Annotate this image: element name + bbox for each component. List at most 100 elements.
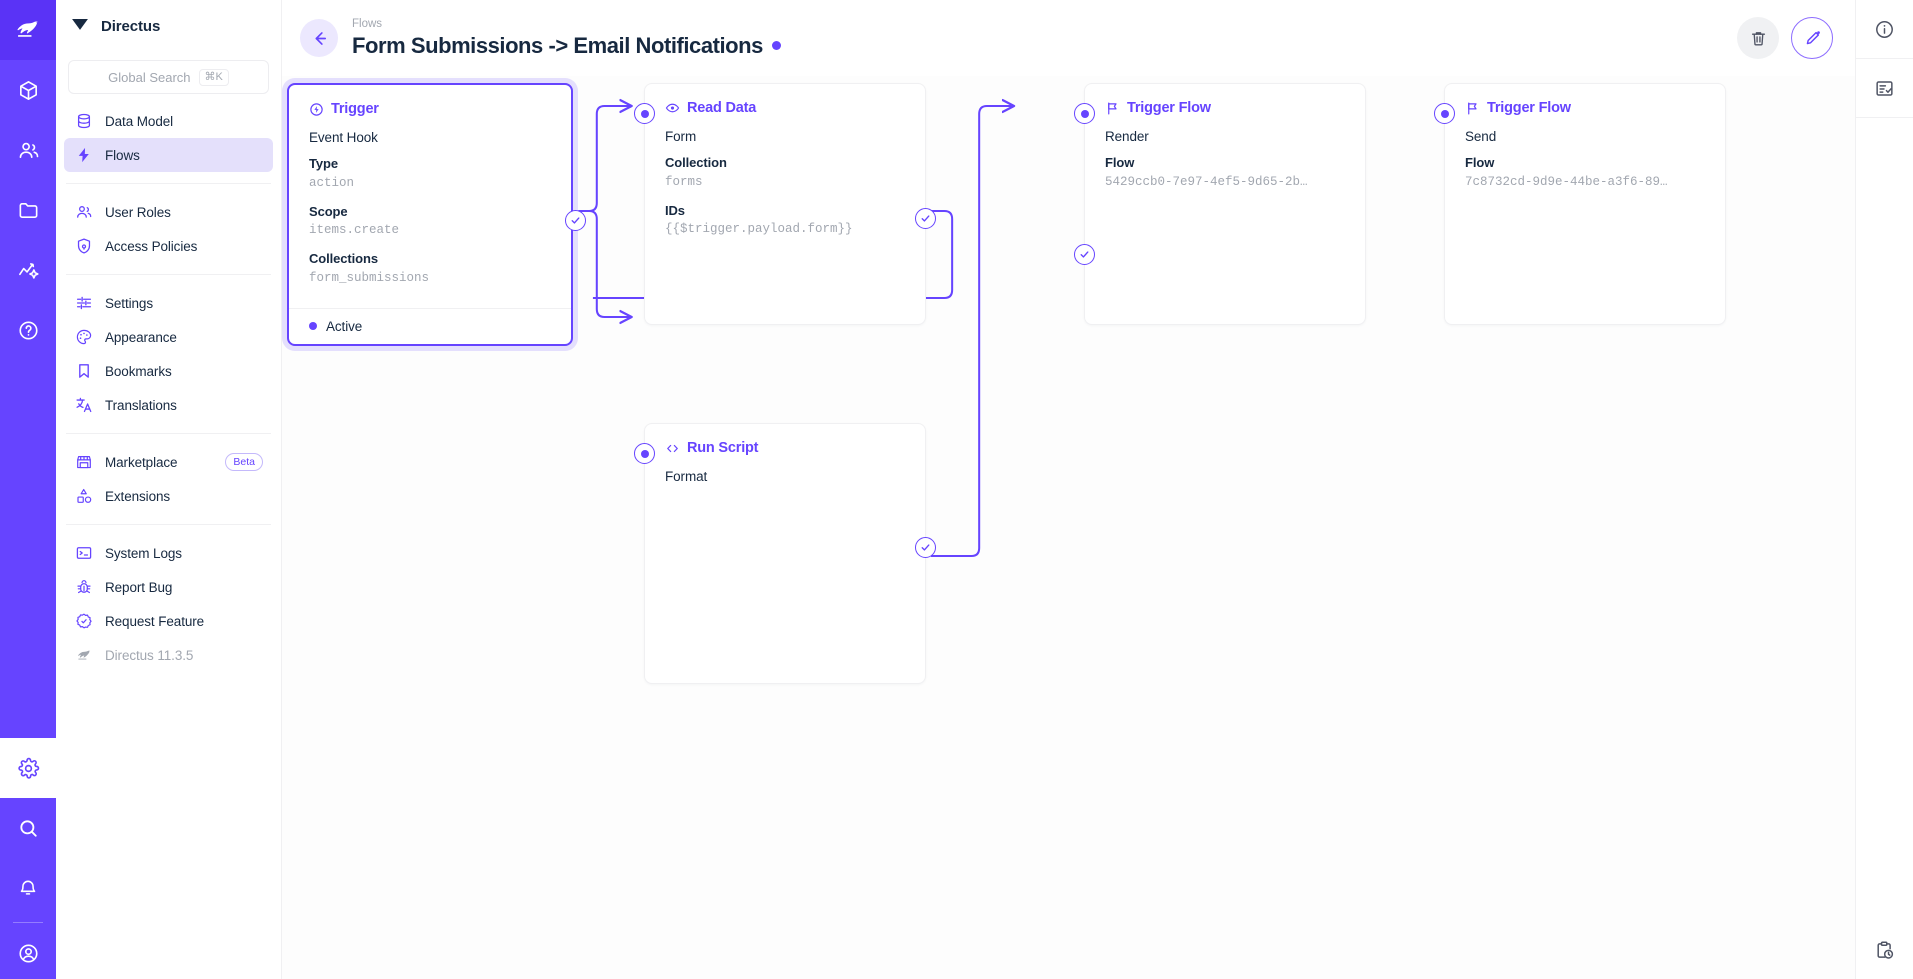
flow-node-trigger-flow-render[interactable]: Trigger Flow Render Flow 5429ccb0-7e97-4…: [1074, 83, 1366, 325]
node-subtitle: Render: [1105, 129, 1149, 144]
sidebar-item-marketplace[interactable]: Marketplace Beta: [64, 445, 273, 479]
sidebar-item-appearance[interactable]: Appearance: [64, 320, 273, 354]
help-icon[interactable]: [0, 300, 56, 360]
sidebar-item-bookmarks[interactable]: Bookmarks: [64, 354, 273, 388]
delete-button[interactable]: [1737, 17, 1779, 59]
title-block: Flows Form Submissions -> Email Notifica…: [352, 17, 781, 59]
sidebar-item-label: Translations: [105, 397, 177, 413]
logs-icon[interactable]: [1856, 59, 1913, 117]
trigger-resolve-port[interactable]: [565, 210, 586, 231]
sidebar-item-access-policies[interactable]: Access Policies: [64, 229, 273, 263]
header-actions: [1737, 17, 1833, 59]
gear-icon[interactable]: [0, 738, 56, 798]
users-icon[interactable]: [0, 120, 56, 180]
terminal-icon: [74, 544, 93, 563]
folder-icon[interactable]: [0, 180, 56, 240]
node-body: Run Script Format: [645, 424, 925, 504]
sidebar-item-settings[interactable]: Settings: [64, 286, 273, 320]
port-dot: [640, 449, 649, 458]
edit-button[interactable]: [1791, 17, 1833, 59]
node-subtitle: Event Hook: [309, 130, 378, 145]
flag-icon: [1105, 101, 1120, 116]
sidebar-item-label: Marketplace: [105, 454, 178, 470]
sidebar-item-label: Request Feature: [105, 613, 205, 629]
field-key: Flow: [1465, 155, 1495, 170]
flow-node-trigger[interactable]: Trigger Event Hook Type action Scope ite…: [287, 83, 586, 346]
run-script-resolve-port[interactable]: [915, 537, 936, 558]
nav-group-4: Marketplace Beta Extensions: [56, 441, 281, 517]
sidebar-item-request-feature[interactable]: Request Feature: [64, 604, 273, 638]
sidebar-item-translations[interactable]: Translations: [64, 388, 273, 422]
sidebar-item-label: Extensions: [105, 488, 171, 504]
node-subtitle: Form: [665, 129, 697, 144]
access-policies-icon: [74, 237, 93, 256]
breadcrumb[interactable]: Flows: [352, 18, 383, 31]
field-key: Collection: [665, 155, 727, 170]
field-key: Collections: [309, 251, 378, 267]
node-body: Read Data Form Collection forms IDs {{$t…: [645, 84, 925, 259]
directus-logo-icon[interactable]: [0, 0, 56, 60]
search-icon[interactable]: [0, 798, 56, 858]
nav-divider: [66, 524, 271, 525]
sidebar-item-label: Data Model: [105, 113, 174, 129]
info-icon[interactable]: [1856, 0, 1913, 58]
flow-node-run-script[interactable]: Run Script Format: [634, 423, 936, 684]
sidebar-item-user-roles[interactable]: User Roles: [64, 195, 273, 229]
active-status-dot: [309, 322, 317, 331]
flow-node-read-data[interactable]: Read Data Form Collection forms IDs {{$t…: [634, 83, 936, 325]
read-data-resolve-port[interactable]: [915, 208, 936, 229]
run-script-input-port[interactable]: [634, 443, 655, 464]
extensions-icon: [74, 487, 93, 506]
read-data-input-port[interactable]: [634, 103, 655, 124]
nav-divider: [66, 433, 271, 434]
node-title: Trigger: [309, 101, 551, 117]
directus-rabbit-icon: [74, 646, 93, 665]
status-badge: [771, 41, 781, 51]
sidebar-item-label: Directus 11.3.5: [105, 647, 194, 663]
node-field: IDs {{$trigger.payload.form}}: [665, 202, 905, 240]
box-icon[interactable]: [0, 60, 56, 120]
rail-divider: [13, 922, 43, 923]
sidebar-item-system-logs[interactable]: System Logs: [64, 536, 273, 570]
trigger-flow-send-input-port[interactable]: [1434, 103, 1455, 124]
sidebar-item-report-bug[interactable]: Report Bug: [64, 570, 273, 604]
code-icon: [665, 441, 680, 456]
nav-group-1: Data Model Flows: [56, 100, 281, 176]
node-body: Trigger Flow Render Flow 5429ccb0-7e97-4…: [1085, 84, 1365, 212]
storefront-icon: [74, 453, 93, 472]
field-value: form_submissions: [309, 271, 430, 286]
search-wrapper: Global Search ⌘K: [56, 52, 281, 100]
port-dot: [1080, 109, 1089, 118]
node-title-text: Run Script: [687, 440, 759, 456]
field-value: {{$trigger.payload.form}}: [665, 222, 853, 237]
node-body: Trigger Event Hook Type action Scope ite…: [289, 85, 571, 308]
active-status-label: Active: [326, 318, 363, 334]
node-field: Flow 5429ccb0-7e97-4ef5-9d65-2b…: [1105, 154, 1345, 192]
user-roles-icon: [74, 203, 93, 222]
sidebar-item-data-model[interactable]: Data Model: [64, 104, 273, 138]
node-field: Type action: [309, 155, 551, 193]
sidebar-item-extensions[interactable]: Extensions: [64, 479, 273, 513]
eye-icon: [665, 101, 680, 116]
bug-icon: [74, 578, 93, 597]
flow-canvas[interactable]: Trigger Event Hook Type action Scope ite…: [282, 76, 1855, 979]
insights-icon[interactable]: [0, 240, 56, 300]
flow-node-trigger-flow-send[interactable]: Trigger Flow Send Flow 7c8732cd-9d9e-44b…: [1434, 83, 1726, 325]
title-row: Form Submissions -> Email Notifications: [352, 33, 781, 59]
trigger-flow-render-resolve-port[interactable]: [1074, 244, 1095, 265]
nav-divider: [66, 274, 271, 275]
activity-icon[interactable]: [1856, 921, 1913, 979]
sidebar-item-flows[interactable]: Flows: [64, 138, 273, 172]
search-input[interactable]: Global Search ⌘K: [68, 60, 269, 94]
node-subtitle: Send: [1465, 129, 1497, 144]
module-bar[interactable]: [0, 0, 56, 979]
page-header: Flows Form Submissions -> Email Notifica…: [282, 0, 1855, 76]
node-title: Read Data: [665, 100, 905, 116]
sidebar-item-label: User Roles: [105, 204, 171, 220]
trigger-flow-render-input-port[interactable]: [1074, 103, 1095, 124]
account-icon[interactable]: [0, 927, 56, 979]
database-icon: [74, 112, 93, 131]
back-button[interactable]: [300, 19, 338, 57]
bell-icon[interactable]: [0, 858, 56, 918]
nav-divider: [66, 183, 271, 184]
